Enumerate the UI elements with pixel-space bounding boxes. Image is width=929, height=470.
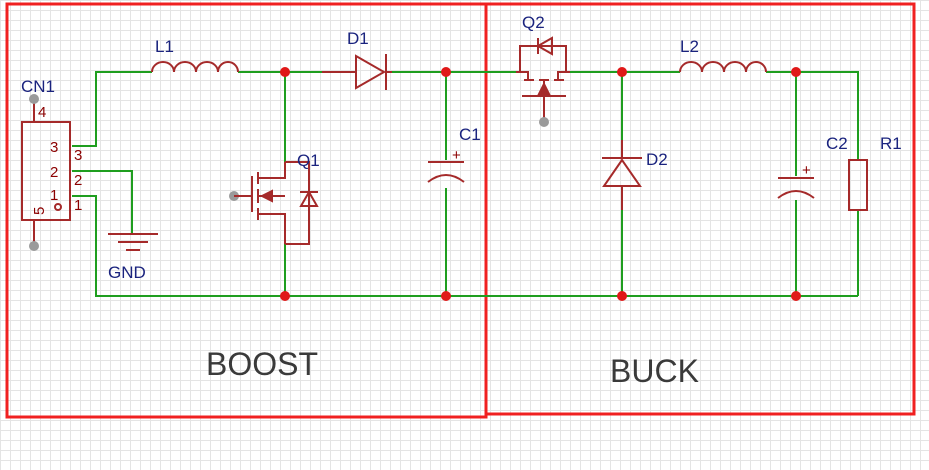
boost-section-label: BOOST [206,346,318,382]
inductor-l1[interactable]: L1 [151,37,239,73]
wire-bottom-rail [72,195,858,297]
connector-pin-label-3: 3 [50,139,58,156]
connector-body [21,121,71,221]
connector-cn1[interactable]: CN1 4 3 2 1 5 3 2 1 [21,77,82,251]
mosfet-q1-body-diode [299,189,319,207]
diode-d1-ref: D1 [347,29,369,48]
inductor-l1-ref: L1 [155,37,174,56]
capacitor-c2-polarity: + [802,162,811,179]
connector-ref: CN1 [21,77,55,96]
capacitor-c2[interactable]: + C2 [777,134,848,199]
wire-cn1-pin2-gnd [72,170,133,233]
mosfet-q1-ref: Q1 [297,151,320,170]
mosfet-q2-gate-dot [539,117,549,127]
connector-net-pin-3: 3 [74,147,82,164]
resistor-r1[interactable]: R1 [848,134,902,211]
inductor-l1-coil [151,61,239,73]
resistor-r1-ref: R1 [880,134,902,153]
mosfet-q2-body-diode [535,36,553,56]
connector-pin1-marker [54,203,62,211]
junction-dot [280,291,290,301]
connector-pin-4-dot [29,94,39,104]
inductor-l2-ref: L2 [680,37,699,56]
diode-d1[interactable]: D1 [322,29,392,90]
gnd-label: GND [108,263,146,282]
capacitor-c2-plate-bottom [777,190,815,199]
diode-d2-ref: D2 [646,150,668,169]
junctions [280,67,801,301]
buck-section-label: BUCK [610,353,699,389]
buck-section-box [484,2,916,416]
gnd-symbol: GND [108,233,158,282]
capacitor-c1-polarity: + [452,147,461,164]
wires [72,71,859,297]
diode-d1-triangle [355,54,387,90]
connector-pin-label-4: 4 [38,104,46,121]
capacitor-c1-plate-bottom [427,174,465,183]
junction-dot [441,291,451,301]
connector-pin-label-1: 1 [50,187,58,204]
junction-dot [617,67,627,77]
connector-pin-5-dot [29,241,39,251]
connector-pin-label-2: 2 [50,164,58,181]
diode-d2-triangle [602,158,642,187]
junction-dot [441,67,451,77]
inductor-l2[interactable]: L2 [679,37,767,73]
capacitor-c2-ref: C2 [826,134,848,153]
connector-pin-label-5: 5 [31,207,48,215]
mosfet-q2-ref: Q2 [522,13,545,32]
resistor-r1-body [848,159,868,211]
junction-dot [617,291,627,301]
inductor-l2-coil [679,61,767,73]
mosfet-q2[interactable]: Q2 [516,13,570,127]
diode-d2[interactable]: D2 [602,140,668,210]
connector-net-pin-2: 2 [74,172,82,189]
junction-dot [791,291,801,301]
mosfet-q1[interactable]: Q1 [229,151,320,245]
junction-dot [791,67,801,77]
junction-dot [280,67,290,77]
capacitor-c1-ref: C1 [459,125,481,144]
connector-net-pin-1: 1 [74,197,82,214]
capacitor-c1[interactable]: + C1 [427,125,481,183]
wire-cn1-pin3 [72,71,152,147]
